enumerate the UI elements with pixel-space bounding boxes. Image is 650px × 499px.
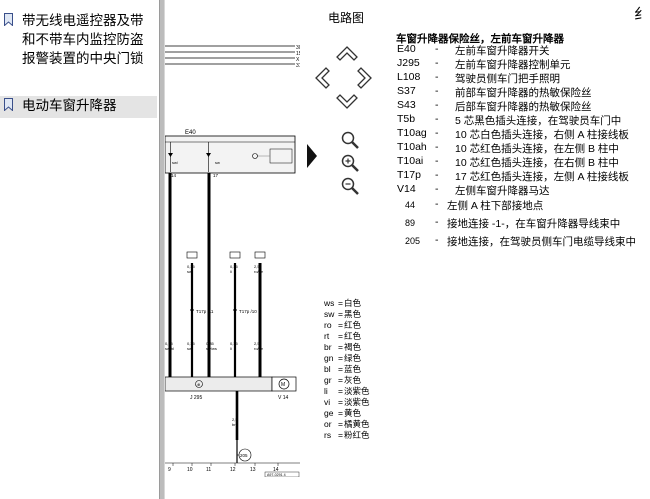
zoom-out-icon[interactable] [340,176,360,196]
ruler-number: 11 [206,467,211,473]
wire-size: 0,35 [206,341,215,346]
svg-text:M: M [281,382,285,388]
wire-size: 2,5 [254,264,260,269]
bus-label: 30 [296,45,300,51]
svg-text:⊕: ⊕ [197,382,200,387]
wire-color: br [232,422,236,427]
color-legend-row: li=淡紫色 [324,386,370,396]
color-legend-row: ge=黄色 [324,408,362,418]
wire-color: sw/ws [206,346,217,351]
j295-control-unit [165,376,273,392]
ruler-number: 9 [168,467,171,473]
wire-color: sw [187,269,192,274]
wire-color: sw [187,346,192,351]
up-arrow-icon[interactable] [335,46,359,66]
color-legend-row: gr=灰色 [324,375,362,385]
left-arrow-icon[interactable] [315,66,335,90]
color-legend-row: ws=白色 [324,298,362,308]
down-arrow-icon[interactable] [335,89,359,109]
component-label-j295: J 295 [190,395,202,401]
wire-color: ro/ge [254,269,264,274]
ref-number: 17 [213,173,219,178]
wire-size: 0,35 [187,264,196,269]
wire-color: sw/bl [165,346,174,351]
color-legend-row: rt=红色 [324,331,362,341]
toc-item-label: 电动车窗升降器 [22,98,117,113]
e40-switch-box [165,135,296,174]
color-legend-row: or=橘黄色 [324,419,370,429]
wire-size: 0,35 [187,341,196,346]
connector-label: T17p /11 [196,309,214,314]
wire-size: 2,5 [254,341,260,346]
legend-title: 车窗升降器保险丝，左前车窗升降器 [396,33,564,45]
bookmark-icon [4,13,13,26]
wire-size: 0,35 [165,341,174,346]
bus-label: X [296,57,300,63]
v14-motor [271,376,297,392]
bus-label: 15 [296,51,300,57]
bus-label: 31 [296,63,300,69]
wire-color: li [230,346,232,351]
color-legend-row: gn=绿色 [324,353,362,363]
toc-panel: 带无线电遥控器及带和不带车内监控防盗报警装置的中央门锁 电动车窗升降器 [0,0,159,499]
wire-color: ro/ge [254,346,264,351]
color-legend-row: rs=粉红色 [324,430,370,440]
wire-color: li [230,269,232,274]
wire-size: 2,5 [232,417,238,422]
wiring-diagram[interactable]: 30 15 X 31 E40 sw/ sw 14 17 0,35 sw 0,35… [165,35,300,477]
panel-splitter[interactable] [159,0,165,499]
bookmark-icon [4,98,13,111]
ruler-number: 10 [187,467,193,473]
toc-item-central-locking[interactable]: 带无线电遥控器及带和不带车内监控防盗报警装置的中央门锁 [0,11,157,93]
document-page: 电路图 纟 30 15 X 31 E40 sw/ sw 14 17 [165,0,650,499]
zoom-icon[interactable] [340,130,360,150]
zoom-in-icon[interactable] [340,153,360,173]
switch-label: sw/ [172,160,179,165]
wire-size: 0,35 [230,341,239,346]
wire-size: 0,35 [230,264,239,269]
page-title: 电路图 [328,11,365,25]
toc-item-power-windows[interactable]: 电动车窗升降器 [0,96,157,118]
switch-label: sw [215,160,220,165]
color-legend-row: ro=红色 [324,320,362,330]
toc-item-label: 带无线电遥控器及带和不带车内监控防盗报警装置的中央门锁 [22,13,144,66]
ref-number: 14 [171,173,177,178]
ruler-number: 14 [273,467,279,473]
component-label-e40: E40 [185,130,196,136]
color-legend-row: sw=黑色 [324,309,362,319]
page-corner-text: 纟 [634,6,650,23]
ruler-number: 12 [230,467,236,473]
color-legend-row: vi=淡紫色 [324,397,370,407]
component-label-v14: V 14 [278,395,289,401]
ruler-number: 13 [250,467,256,473]
color-legend-row: bl=蓝色 [324,364,362,374]
color-legend-row: br=褐色 [324,342,362,352]
connector-label: T17p /10 [239,309,257,314]
right-arrow-icon[interactable] [352,66,372,90]
doc-number: A97-0291 4 [267,473,286,477]
next-page-icon[interactable] [305,142,319,170]
ground-point-label: 205 [240,453,248,458]
